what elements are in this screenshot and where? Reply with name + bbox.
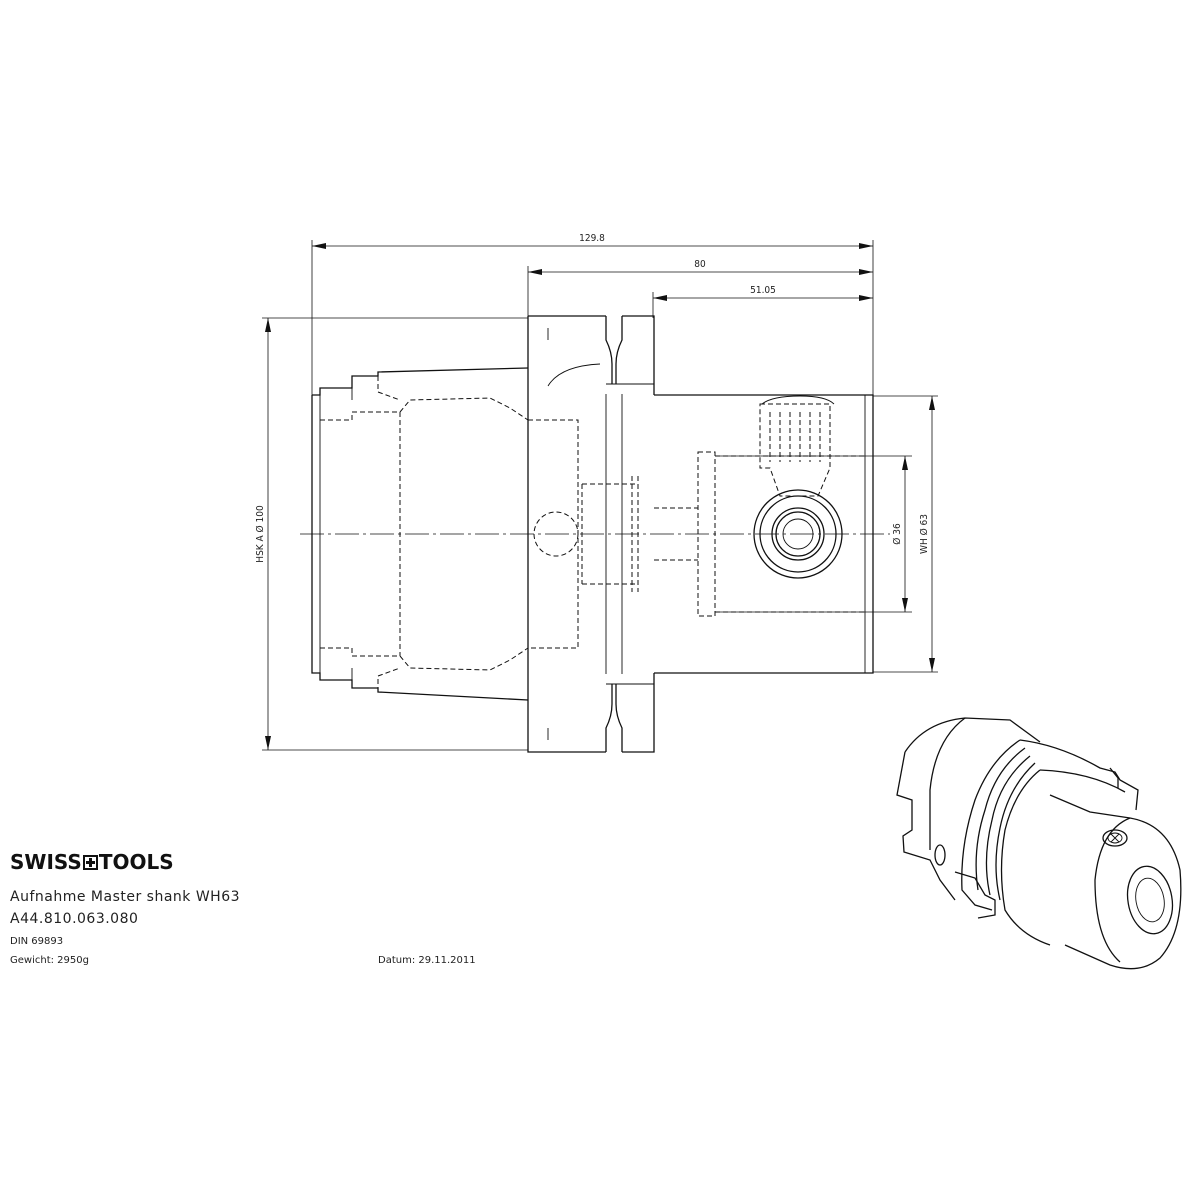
brand-left: SWISS xyxy=(10,850,82,874)
dim-label-hsk: HSK A Ø 100 xyxy=(254,505,266,563)
isometric-view xyxy=(896,717,1182,970)
date: Datum: 29.11.2011 xyxy=(378,955,476,966)
weight: Gewicht: 2950g xyxy=(10,955,89,966)
flange xyxy=(527,315,655,753)
dim-label-shank: 80 xyxy=(694,259,706,270)
hsk-taper xyxy=(311,367,529,701)
brand-right: TOOLS xyxy=(98,850,174,874)
din-standard: DIN 69893 xyxy=(10,936,64,947)
dimension-total-length: 129.8 xyxy=(311,233,874,395)
dim-label-wh: WH Ø 63 xyxy=(918,514,930,554)
article-number: A44.810.063.080 xyxy=(10,911,139,927)
dim-label-bore: Ø 36 xyxy=(891,523,903,545)
product-title: Aufnahme Master shank WH63 xyxy=(10,889,241,905)
dimension-body-length: 51.05 xyxy=(652,285,873,318)
dimension-wh-diameter: WH Ø 63 xyxy=(873,395,938,673)
dim-label-body: 51.05 xyxy=(750,285,776,296)
dim-label-total: 129.8 xyxy=(579,233,605,244)
dimension-shank-length: 80 xyxy=(527,259,873,316)
swiss-cross-icon xyxy=(82,855,98,870)
brand-logo: SWISS TOOLS xyxy=(10,850,174,874)
shank-body xyxy=(654,394,874,674)
dimension-hsk-diameter: HSK A Ø 100 xyxy=(254,317,528,751)
